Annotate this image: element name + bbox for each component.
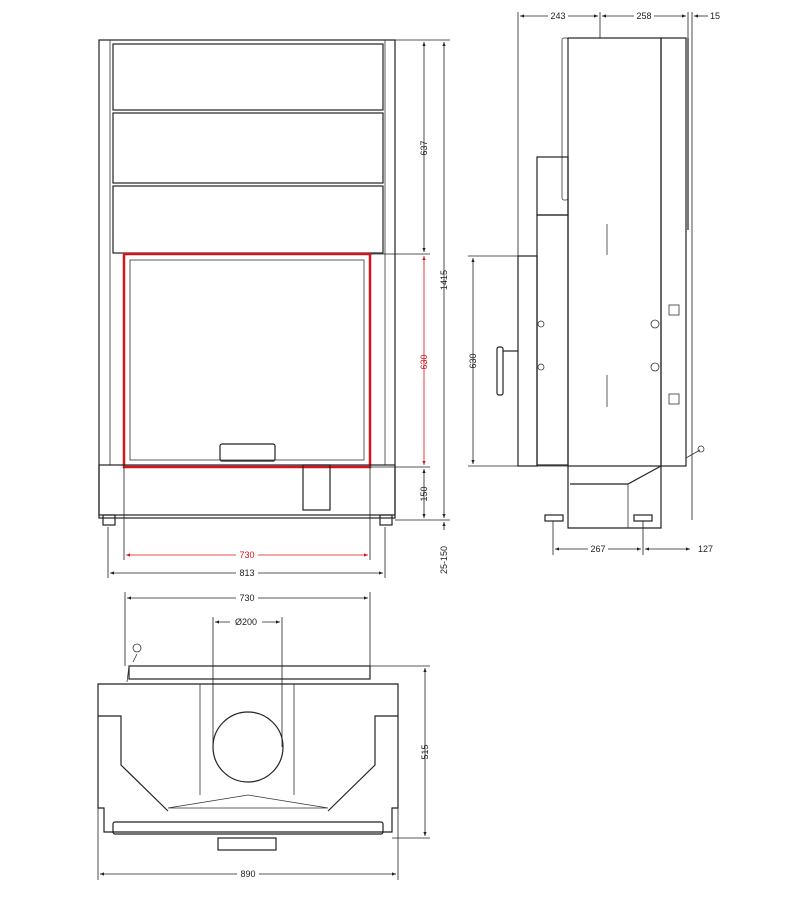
dim-25-150: 25-150	[439, 546, 449, 574]
side-front-section	[536, 214, 569, 466]
fire-opening-highlight	[122, 252, 372, 469]
dim-1415: 1415	[439, 270, 449, 290]
base-bracket	[302, 464, 331, 511]
top-body-outline	[97, 683, 399, 833]
dim-890: 890	[240, 869, 255, 879]
dim-flue-diameter: Ø200	[235, 617, 257, 627]
top-view: 730 Ø200 515 890	[97, 592, 430, 880]
door-handle	[219, 443, 276, 462]
side-rear-panel	[660, 37, 687, 467]
dim-515: 515	[420, 744, 430, 759]
dim-637: 637	[419, 140, 429, 155]
dim-127: 127	[698, 544, 713, 554]
foot-left	[102, 514, 116, 526]
side-foot-front	[544, 514, 564, 522]
side-handle	[496, 346, 504, 396]
base	[98, 464, 396, 516]
flue-outlet	[212, 711, 284, 783]
dim-15: 15	[710, 11, 720, 21]
side-view: 243 258 15 630 267 127	[468, 10, 720, 555]
top-panel-3	[112, 185, 384, 254]
side-foot-rear	[633, 514, 653, 522]
dim-630-side: 630	[468, 353, 478, 368]
top-panel-1	[112, 43, 384, 111]
dim-150: 150	[419, 486, 429, 501]
dim-267: 267	[590, 544, 605, 554]
dim-730-red: 730	[239, 550, 254, 560]
dim-630-red: 630	[419, 354, 429, 369]
side-body	[567, 37, 662, 467]
dim-730-top: 730	[239, 593, 254, 603]
front-outer-frame	[98, 39, 396, 519]
glass-door	[129, 259, 365, 461]
dim-813: 813	[239, 568, 254, 578]
front-view: 637 630 150 1415 25-150 730 813	[98, 39, 450, 578]
dim-243: 243	[550, 11, 565, 21]
dim-258: 258	[636, 11, 651, 21]
top-panel-2	[112, 112, 384, 184]
top-front-bar	[112, 821, 384, 835]
foot-right	[379, 514, 393, 526]
top-door-bar	[128, 665, 371, 680]
side-door	[517, 255, 538, 467]
top-handle	[217, 837, 277, 851]
